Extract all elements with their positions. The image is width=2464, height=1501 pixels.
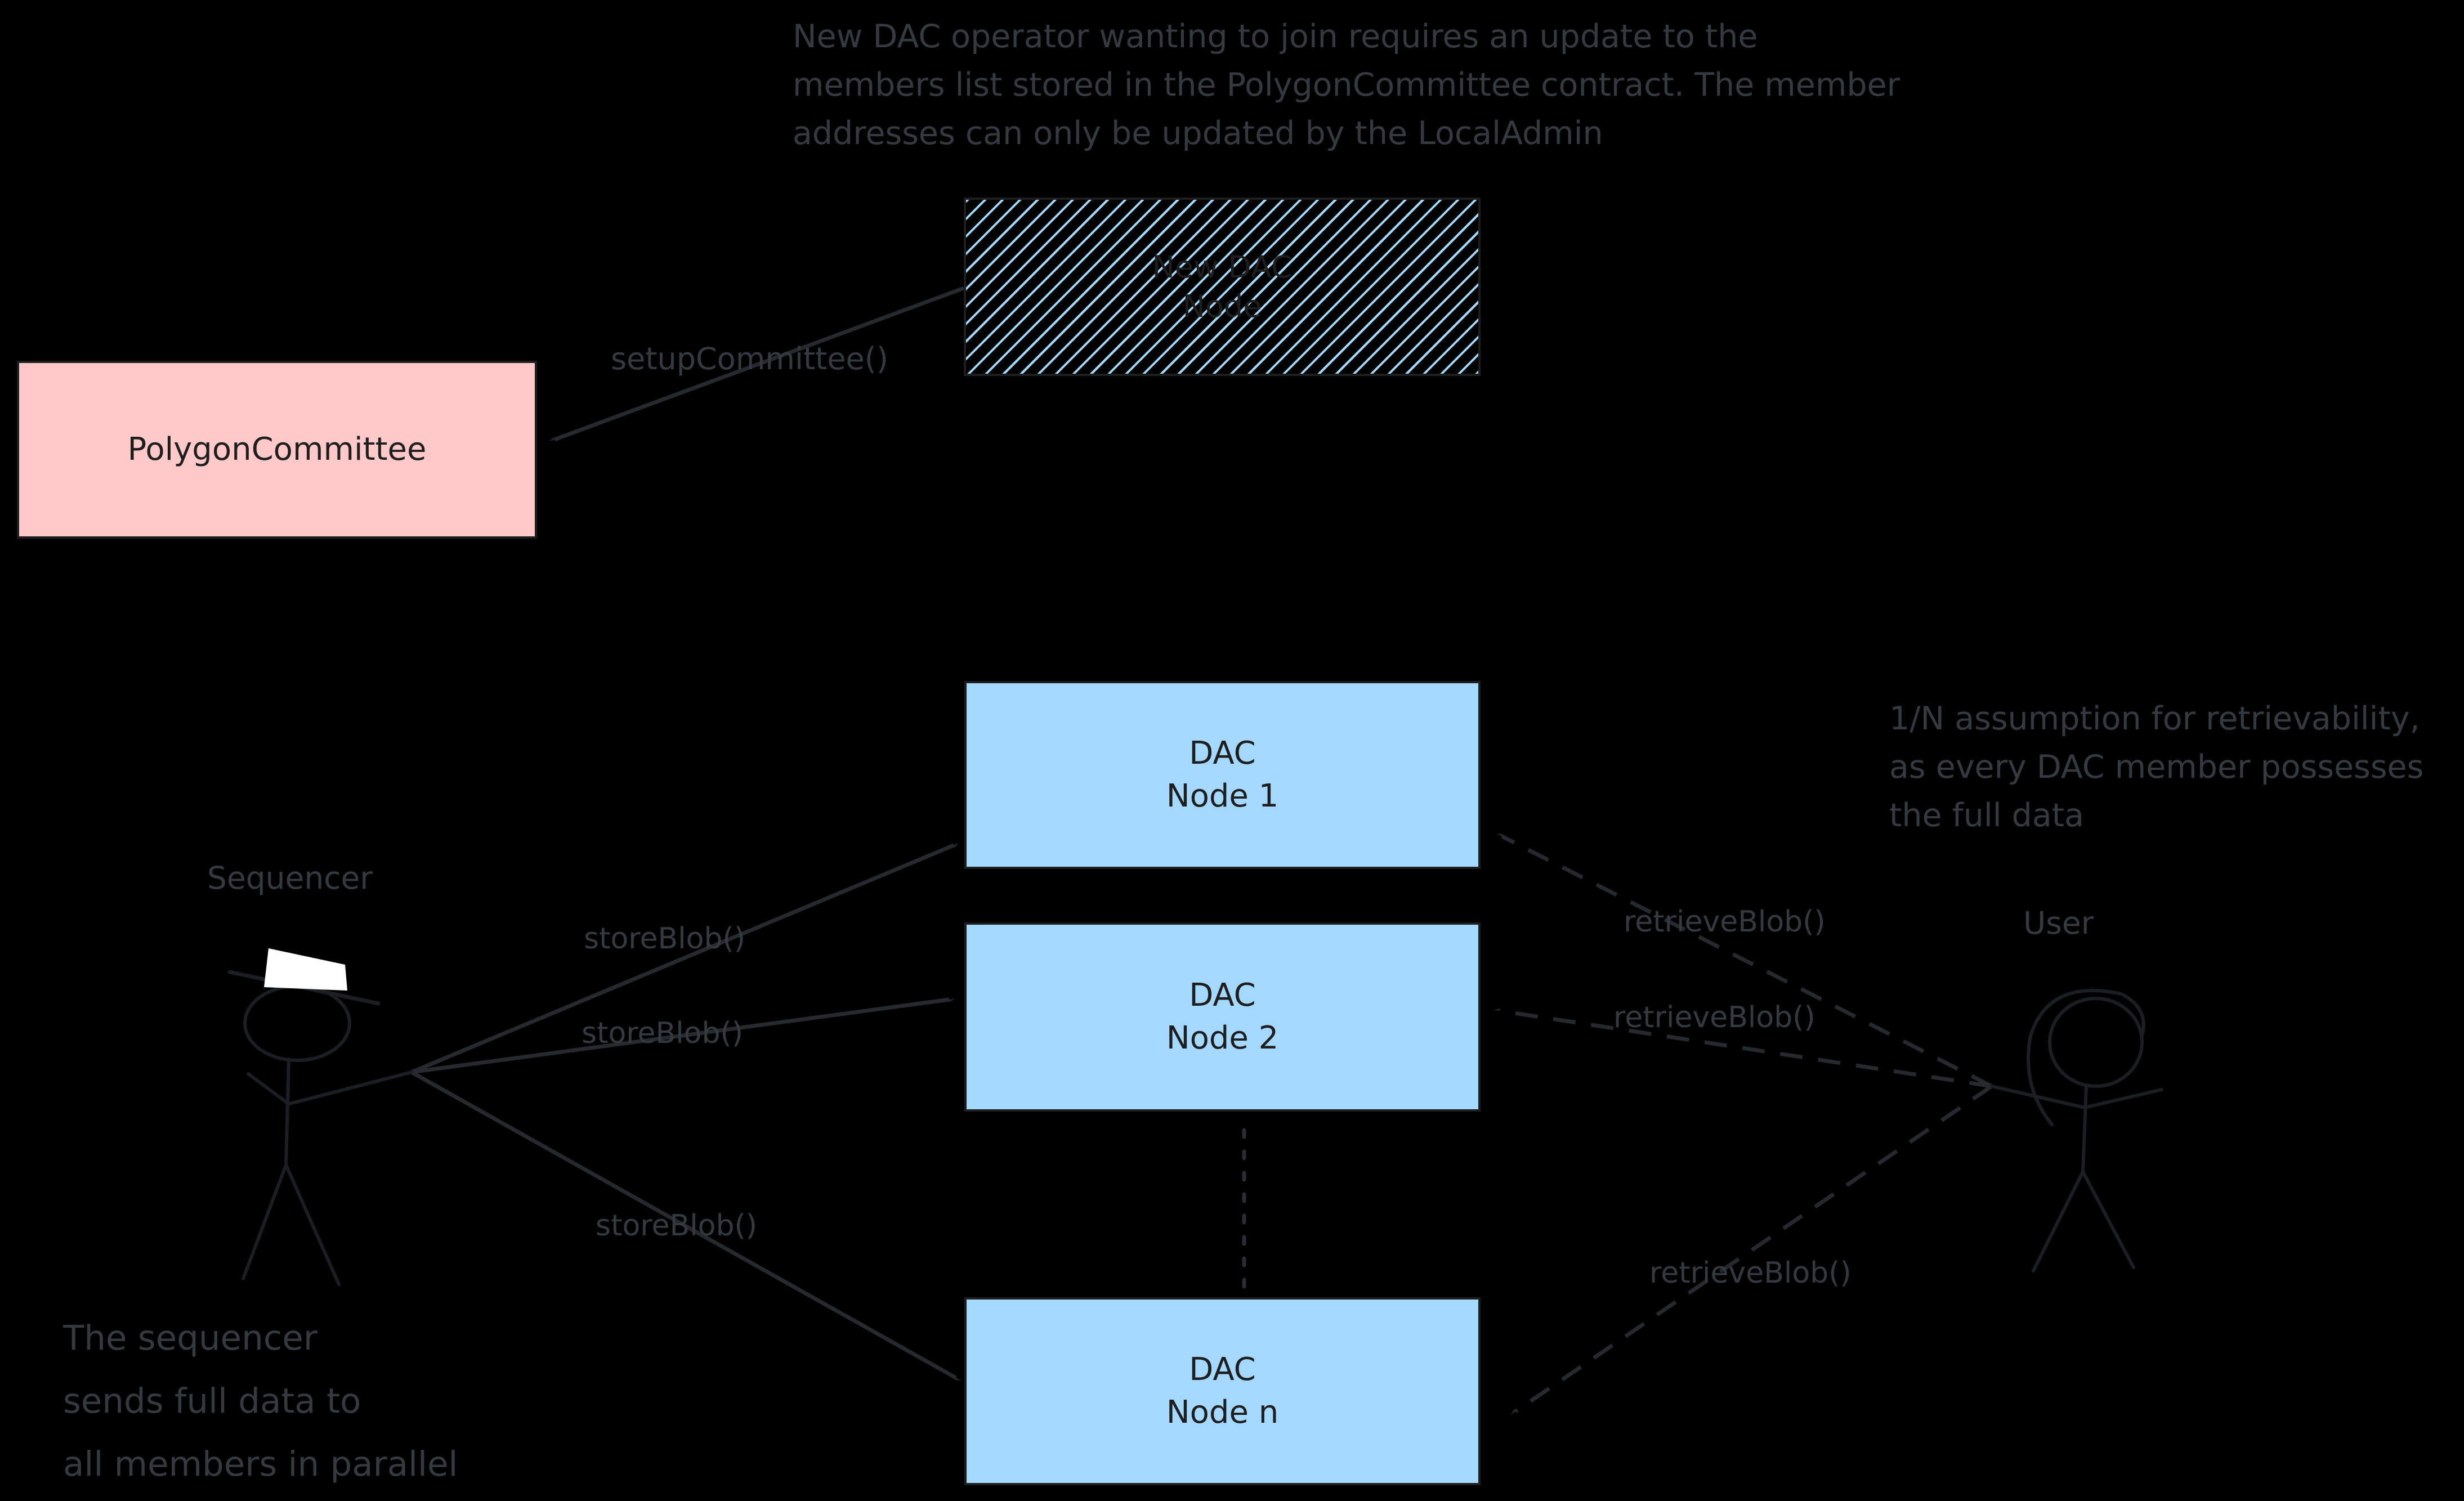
edge-label-store-blob-2: storeBlob() [582, 1016, 744, 1050]
arrow-store-blob-2 [411, 1000, 949, 1074]
user-leg-right [2081, 1170, 2135, 1269]
sequencer-figure [227, 948, 413, 1286]
arrow-retrieve-blob-2 [1500, 1011, 1992, 1088]
annotation-sequencer-note: The sequencer sends full data to all mem… [63, 1318, 458, 1484]
annotation-retrievability-note: 1/N assumption for retrievability, as ev… [1889, 700, 2424, 834]
dac-node-2-label: DAC Node 2 [1166, 977, 1279, 1056]
arrow-store-blob-3 [410, 1070, 956, 1378]
dac-node-n-label: DAC Node n [1166, 1351, 1279, 1431]
annotation-top-note: New DAC operator wanting to join require… [793, 18, 1900, 152]
sequencer-leg-right [284, 1163, 341, 1286]
user-hair [2027, 989, 2123, 1126]
user-figure [1990, 989, 2163, 1273]
user-hair-2 [2119, 992, 2145, 1040]
polygon-committee-label: PolygonCommittee [127, 431, 427, 468]
sequencer-arm-right [286, 1070, 413, 1106]
arrow-setup-committee [554, 286, 965, 440]
sequencer-arm-left [247, 1072, 289, 1105]
user-arm-right [2083, 1088, 2163, 1109]
box-dac-node-n: DAC Node n [964, 1297, 1481, 1485]
user-body [2081, 1085, 2088, 1173]
dac-node-1-label: DAC Node 1 [1166, 735, 1279, 814]
sequencer-body [284, 1058, 290, 1167]
new-dac-node-label: New DAC Node [1152, 249, 1293, 324]
sequencer-hat-icon [264, 948, 347, 991]
sequencer-leg-left [242, 1163, 288, 1280]
user-label: User [2023, 905, 2094, 941]
box-polygon-committee: PolygonCommittee [17, 361, 537, 539]
box-dac-node-2: DAC Node 2 [964, 922, 1481, 1112]
edge-label-store-blob-1: storeBlob() [584, 922, 746, 956]
box-dac-node-1: DAC Node 1 [964, 681, 1481, 869]
user-leg-left [2032, 1170, 2085, 1273]
user-arm-left [1990, 1085, 2086, 1109]
arrow-retrieve-blob-1 [1502, 836, 1993, 1088]
edge-label-store-blob-3: storeBlob() [596, 1209, 758, 1243]
arrow-store-blob-1 [410, 845, 954, 1074]
box-new-dac-node: New DAC Node [964, 198, 1481, 376]
edge-label-retrieve-blob-3: retrieveBlob() [1649, 1256, 1852, 1290]
arrow-retrieve-blob-3 [1515, 1085, 1993, 1412]
edge-label-setup-committee: setupCommittee() [611, 341, 888, 377]
sequencer-head [243, 984, 351, 1062]
user-head [2048, 997, 2144, 1088]
sequencer-label: Sequencer [207, 860, 373, 896]
edge-label-retrieve-blob-2: retrieveBlob() [1613, 1001, 1815, 1034]
edge-label-retrieve-blob-1: retrieveBlob() [1624, 905, 1826, 939]
